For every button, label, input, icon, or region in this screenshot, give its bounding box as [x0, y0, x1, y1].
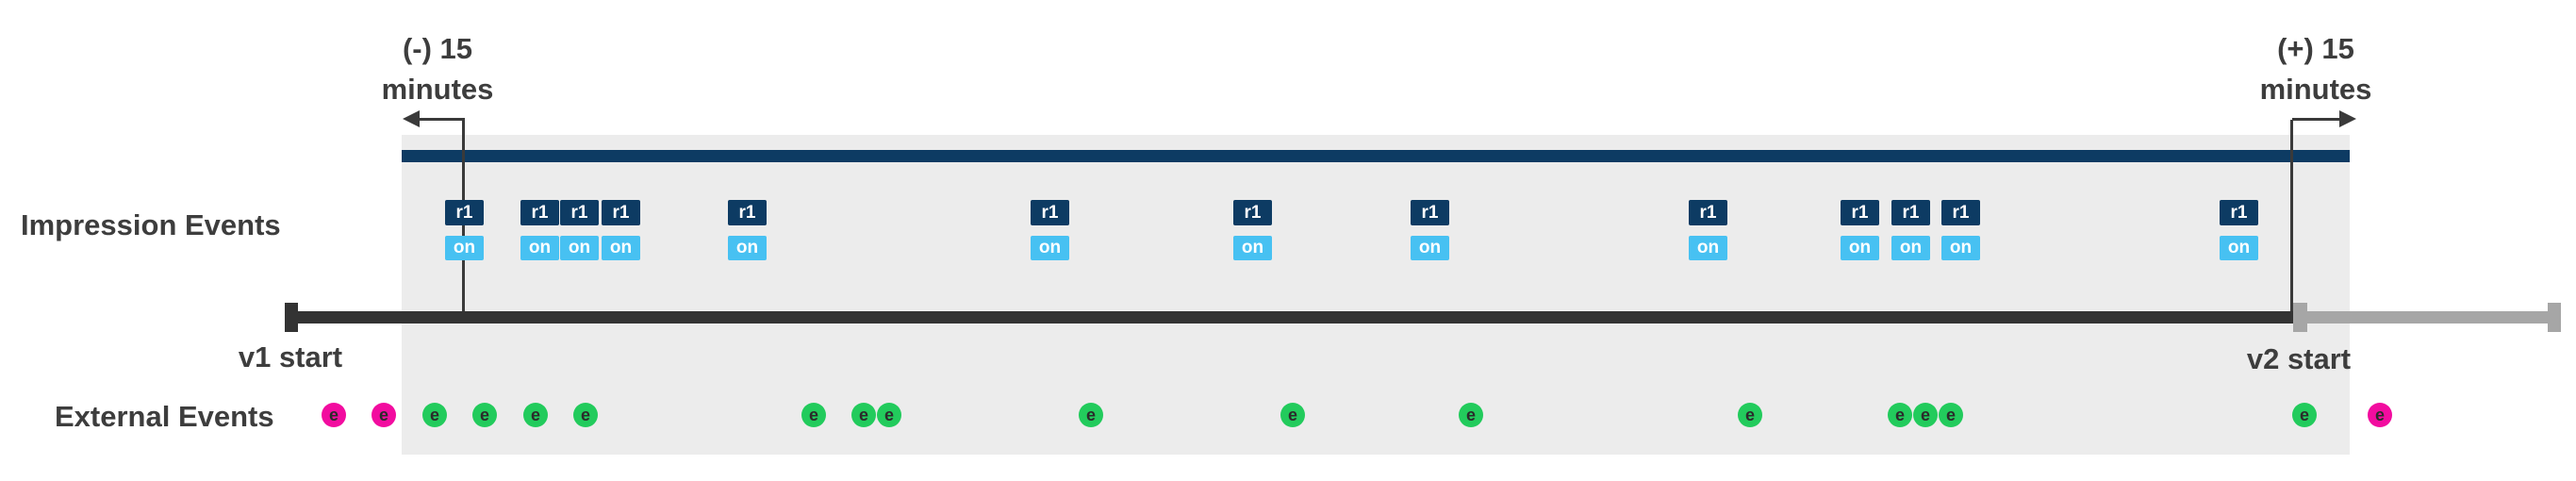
v2-start-cap — [2293, 303, 2307, 332]
impression-on-box: on — [1891, 236, 1930, 260]
impression-on-box: on — [1031, 236, 1069, 260]
impression-on-box: on — [1689, 236, 1727, 260]
external-event-green: e — [523, 403, 548, 427]
external-event-green: e — [1280, 403, 1305, 427]
external-event-green: e — [877, 403, 901, 427]
external-event-green: e — [1888, 403, 1912, 427]
impression-on-box: on — [1841, 236, 1879, 260]
impression-event: r1 on — [1411, 0, 1449, 260]
impression-r1-box: r1 — [520, 200, 559, 225]
impression-r1-box: r1 — [560, 200, 599, 225]
impression-r1-box: r1 — [728, 200, 767, 225]
impression-on-box: on — [1411, 236, 1449, 260]
v1-timeline-bar — [290, 311, 2293, 323]
impression-r1-box: r1 — [2220, 200, 2258, 225]
impression-on-box: on — [2220, 236, 2258, 260]
impression-window-bar — [402, 150, 2350, 162]
external-event-green: e — [851, 403, 876, 427]
plus-15-line2: minutes — [2259, 73, 2372, 106]
impression-r1-box: r1 — [1841, 200, 1879, 225]
v1-start-label: v1 start — [238, 340, 343, 373]
impression-on-box: on — [1233, 236, 1272, 260]
impression-event: r1 on — [2220, 0, 2258, 260]
impression-on-box: on — [520, 236, 559, 260]
impression-event: r1 on — [602, 0, 640, 260]
minus-15-minutes-label: (-) 15 minutes — [324, 28, 551, 109]
impression-event: r1 on — [1941, 0, 1980, 260]
external-event-pink: e — [322, 403, 346, 427]
impression-on-box: on — [1941, 236, 1980, 260]
plus-15-arrowhead-icon — [2339, 110, 2356, 127]
impression-event: r1 on — [1031, 0, 1069, 260]
impression-r1-box: r1 — [1941, 200, 1980, 225]
external-event-green: e — [1913, 403, 1938, 427]
external-event-green: e — [1459, 403, 1483, 427]
plus-15-line1: (+) 15 — [2277, 32, 2354, 65]
impression-r1-box: r1 — [1411, 200, 1449, 225]
analysis-window-panel — [402, 135, 2350, 455]
impression-event: r1 on — [1233, 0, 1272, 260]
external-event-green: e — [472, 403, 497, 427]
v2-timeline-bar — [2307, 311, 2548, 323]
impression-event: r1 on — [445, 0, 484, 260]
impression-on-box: on — [560, 236, 599, 260]
v2-timeline-end-cap — [2548, 303, 2561, 332]
impression-r1-box: r1 — [1689, 200, 1727, 225]
external-event-green: e — [1079, 403, 1103, 427]
external-event-green: e — [573, 403, 598, 427]
impression-r1-box: r1 — [1233, 200, 1272, 225]
impression-r1-box: r1 — [602, 200, 640, 225]
impression-event: r1 on — [728, 0, 767, 260]
minus-15-arrow-shaft — [419, 118, 465, 121]
v2-start-label: v2 start — [2246, 342, 2352, 375]
external-event-green: e — [801, 403, 826, 427]
impression-r1-box: r1 — [1891, 200, 1930, 225]
external-event-green: e — [1939, 403, 1963, 427]
impression-on-box: on — [602, 236, 640, 260]
impression-event: r1 on — [1689, 0, 1727, 260]
external-event-green: e — [422, 403, 447, 427]
minus-15-line2: minutes — [381, 73, 494, 106]
plus-15-marker-line — [2290, 120, 2293, 312]
impression-events-label: Impression Events — [21, 208, 281, 241]
external-event-green: e — [2292, 403, 2317, 427]
impression-event: r1 on — [1841, 0, 1879, 260]
impression-on-box: on — [728, 236, 767, 260]
impression-event: r1 on — [520, 0, 559, 260]
impression-on-box: on — [445, 236, 484, 260]
plus-15-minutes-label: (+) 15 minutes — [2203, 28, 2429, 109]
impression-r1-box: r1 — [445, 200, 484, 225]
external-event-pink: e — [372, 403, 396, 427]
impression-event: r1 on — [560, 0, 599, 260]
plus-15-arrow-shaft — [2292, 118, 2339, 121]
minus-15-arrowhead-icon — [403, 110, 420, 127]
external-event-pink: e — [2368, 403, 2392, 427]
external-events-label: External Events — [55, 400, 274, 433]
impression-r1-box: r1 — [1031, 200, 1069, 225]
minus-15-line1: (-) 15 — [402, 32, 473, 65]
impression-event: r1 on — [1891, 0, 1930, 260]
external-event-green: e — [1738, 403, 1762, 427]
